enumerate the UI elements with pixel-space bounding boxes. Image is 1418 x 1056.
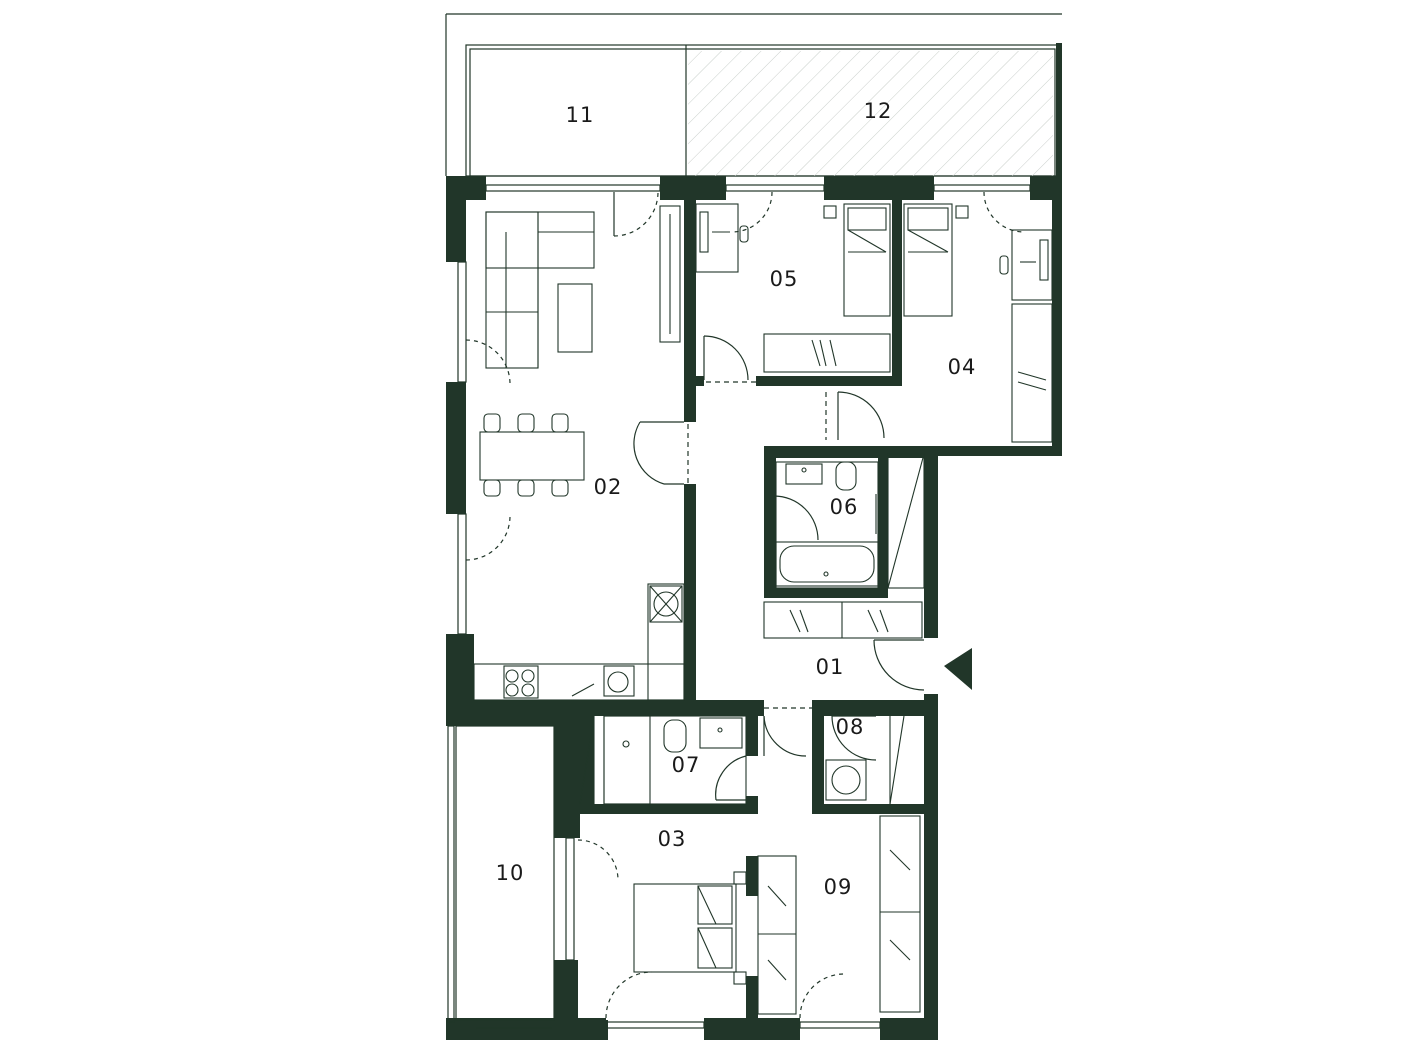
room-label-08: 08	[836, 715, 865, 739]
room-label-03: 03	[658, 827, 687, 851]
room-label-10: 10	[496, 861, 525, 885]
kitchen-counter-icon	[473, 583, 685, 701]
double-bed-icon	[633, 871, 747, 985]
bathroom-fixtures-06	[775, 461, 879, 589]
terrace-post	[1056, 43, 1062, 177]
room-label-11: 11	[566, 103, 595, 127]
closet-icon-07	[579, 715, 595, 805]
room-label-09: 09	[824, 875, 853, 899]
desk-icon-05	[695, 203, 749, 273]
tv-unit-icon	[659, 205, 681, 343]
sofa-icon	[485, 211, 595, 369]
bed-icon-05	[823, 203, 891, 317]
interior-walls	[578, 200, 938, 1020]
room-label-01: 01	[816, 655, 845, 679]
terrace-area	[445, 13, 1062, 177]
wardrobe-icon-05	[763, 333, 891, 373]
dining-table-icon	[479, 413, 585, 497]
room-label-12: 12	[864, 99, 893, 123]
room-label-04: 04	[948, 355, 977, 379]
room-label-02: 02	[594, 475, 623, 499]
bed-icon-04	[903, 203, 969, 317]
windows	[447, 184, 1031, 1029]
wardrobe-icon-09	[757, 815, 921, 1015]
washing-machine-icon	[825, 715, 905, 805]
terrace-10	[455, 725, 555, 1021]
furniture	[473, 203, 1053, 1015]
room-label-06: 06	[830, 495, 859, 519]
desk-icon-04	[999, 229, 1053, 301]
room-label-07: 07	[672, 753, 701, 777]
wardrobe-icon-04	[1011, 303, 1053, 443]
coffee-table-icon	[557, 283, 593, 353]
bathroom-fixtures-07	[603, 715, 747, 805]
entrance-arrow-icon	[944, 648, 972, 690]
hall-wardrobe-icon	[763, 601, 923, 639]
room-labels: 01 02 03 04 05 06 07 08 09 10 11 12	[496, 99, 977, 899]
room-label-05: 05	[770, 267, 799, 291]
doors	[465, 191, 1025, 1019]
closet-icon	[887, 453, 925, 589]
